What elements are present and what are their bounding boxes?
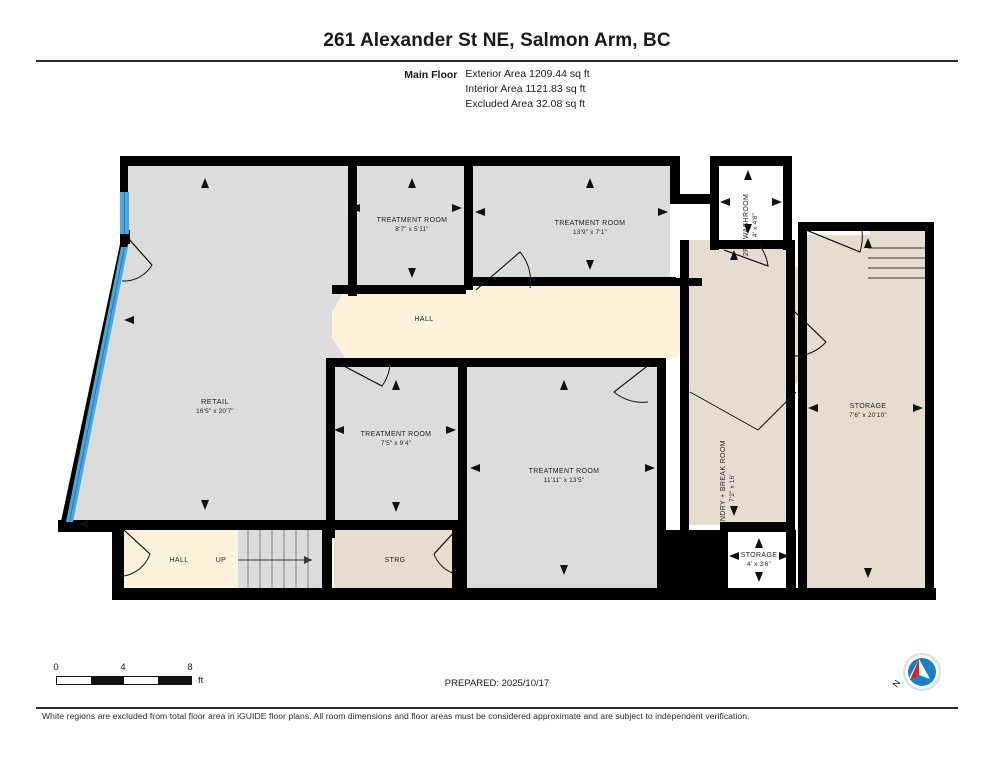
compass-north-label: N: [890, 678, 902, 689]
scale-tick-0: 0: [53, 662, 59, 673]
room-dim-retail: 16'5" x 20'7": [196, 408, 234, 415]
scale-segment-3: [124, 677, 158, 684]
floor-label: Main Floor: [404, 69, 458, 81]
room-label-up: UP: [216, 557, 226, 564]
excluded-area-text: Excluded Area 32.08 sq ft: [465, 98, 586, 110]
title-divider: [36, 60, 958, 62]
exterior-area-text: Exterior Area 1209.44 sq ft: [465, 68, 590, 80]
area-summary: Main Floor Exterior Area 1209.44 sq ft I…: [0, 68, 994, 110]
room-label-strg-bottom: STRG: [385, 557, 406, 564]
room-hall-bottom: HALL: [124, 530, 238, 588]
disclaimer-text: White regions are excluded from total fl…: [42, 711, 750, 721]
compass-needle-red: [910, 659, 919, 680]
compass-rose: N: [886, 648, 948, 700]
floor-plan: RETAIL 16'5" x 20'7" TREATMENT ROOM 8'7"…: [0, 130, 994, 630]
room-retail: RETAIL 16'5" x 20'7": [66, 162, 350, 525]
room-laundry-break: LAUNDRY + BREAK ROOM 7'2" x 16': [688, 240, 800, 536]
compass-outer-ring: [902, 652, 942, 692]
room-hall-main: HALL: [332, 282, 700, 358]
room-dim-treatment-top-2: 13'9" x 7'1": [573, 229, 607, 236]
room-label-retail: RETAIL: [201, 397, 229, 406]
scale-segment-2: [90, 677, 124, 684]
room-label-treatment-mid: TREATMENT ROOM: [361, 431, 432, 438]
interior-area-text: Interior Area 1121.83 sq ft: [465, 83, 586, 95]
room-dim-treatment-mid: 7'5" x 9'4": [381, 440, 411, 447]
room-dim-storage-right: 7'6" x 20'10": [849, 412, 887, 419]
stairs-up: UP: [216, 530, 322, 588]
door-swings: [121, 229, 863, 577]
room-strg-bottom: STRG: [334, 530, 456, 588]
scale-segment-4: [157, 677, 191, 684]
room-label-hall-main: HALL: [415, 316, 434, 323]
scale-segment-1: [57, 677, 91, 684]
room-dim-laundry-break: 7'2" x 16': [729, 474, 736, 502]
room-dim-treatment-top-1: 8'7" x 5'11": [395, 226, 428, 233]
room-treatment-low: TREATMENT ROOM 11'11" x 13'5": [466, 363, 661, 593]
room-label-laundry-break: LAUNDRY + BREAK ROOM: [720, 440, 727, 536]
room-dim-storage-small: 4' x 3'6": [747, 561, 771, 568]
room-label-hall-bottom: HALL: [170, 557, 189, 564]
room-label-storage-right: STORAGE: [850, 403, 887, 410]
room-storage-right: STORAGE 7'6" x 20'10": [806, 228, 930, 588]
stair-treads-storage: [868, 247, 930, 279]
scale-bar: 0 4 8 ft: [53, 662, 206, 686]
room-label-treatment-low: TREATMENT ROOM: [529, 468, 600, 475]
room-label-treatment-top-1: TREATMENT ROOM: [377, 217, 448, 224]
prepared-date: PREPARED: 2025/10/17: [444, 678, 550, 689]
scale-tick-8: 8: [187, 662, 193, 673]
scale-tick-4: 4: [120, 662, 126, 673]
room-label-storage-small: STORAGE: [741, 552, 778, 559]
dimension-arrows: [78, 170, 923, 582]
room-label-treatment-top-2: TREATMENT ROOM: [555, 220, 626, 227]
room-treatment-top-2: TREATMENT ROOM 13'9" x 7'1": [472, 162, 670, 290]
footer-divider: [36, 707, 958, 709]
plan-walls: [112, 156, 936, 600]
windows: [66, 192, 129, 523]
room-dim-treatment-low: 11'11" x 13'5": [544, 477, 584, 484]
scale-unit-label: ft: [198, 675, 204, 686]
page-title: 261 Alexander St NE, Salmon Arm, BC: [323, 30, 671, 51]
room-dim-washroom: 4' x 4'8": [752, 213, 759, 237]
